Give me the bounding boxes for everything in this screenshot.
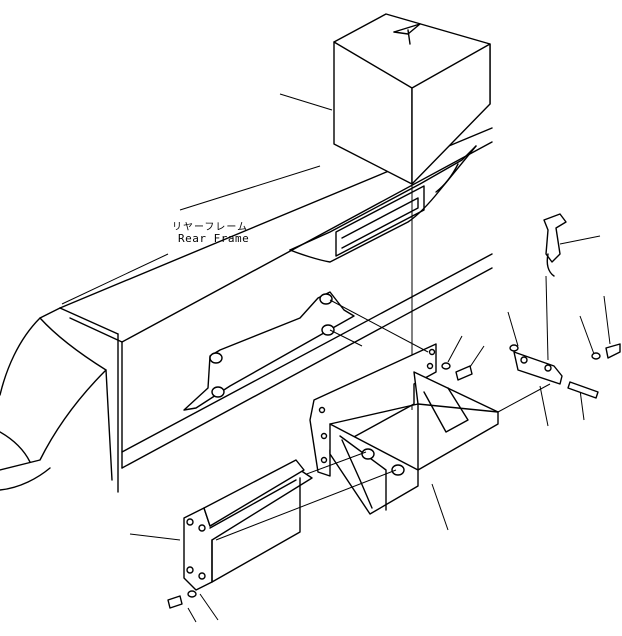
leader-lines — [61, 93, 611, 623]
tray-bracket — [309, 343, 499, 515]
rear-frame — [0, 127, 493, 493]
latch-plate — [513, 351, 563, 385]
support-bracket — [183, 459, 313, 591]
storage-box — [333, 13, 491, 185]
latch-handle — [543, 213, 567, 277]
rear-frame-label-jp: リヤーフレーム — [172, 222, 249, 233]
hardware — [167, 343, 621, 609]
rear-frame-label-en: Rear Frame — [178, 232, 250, 245]
